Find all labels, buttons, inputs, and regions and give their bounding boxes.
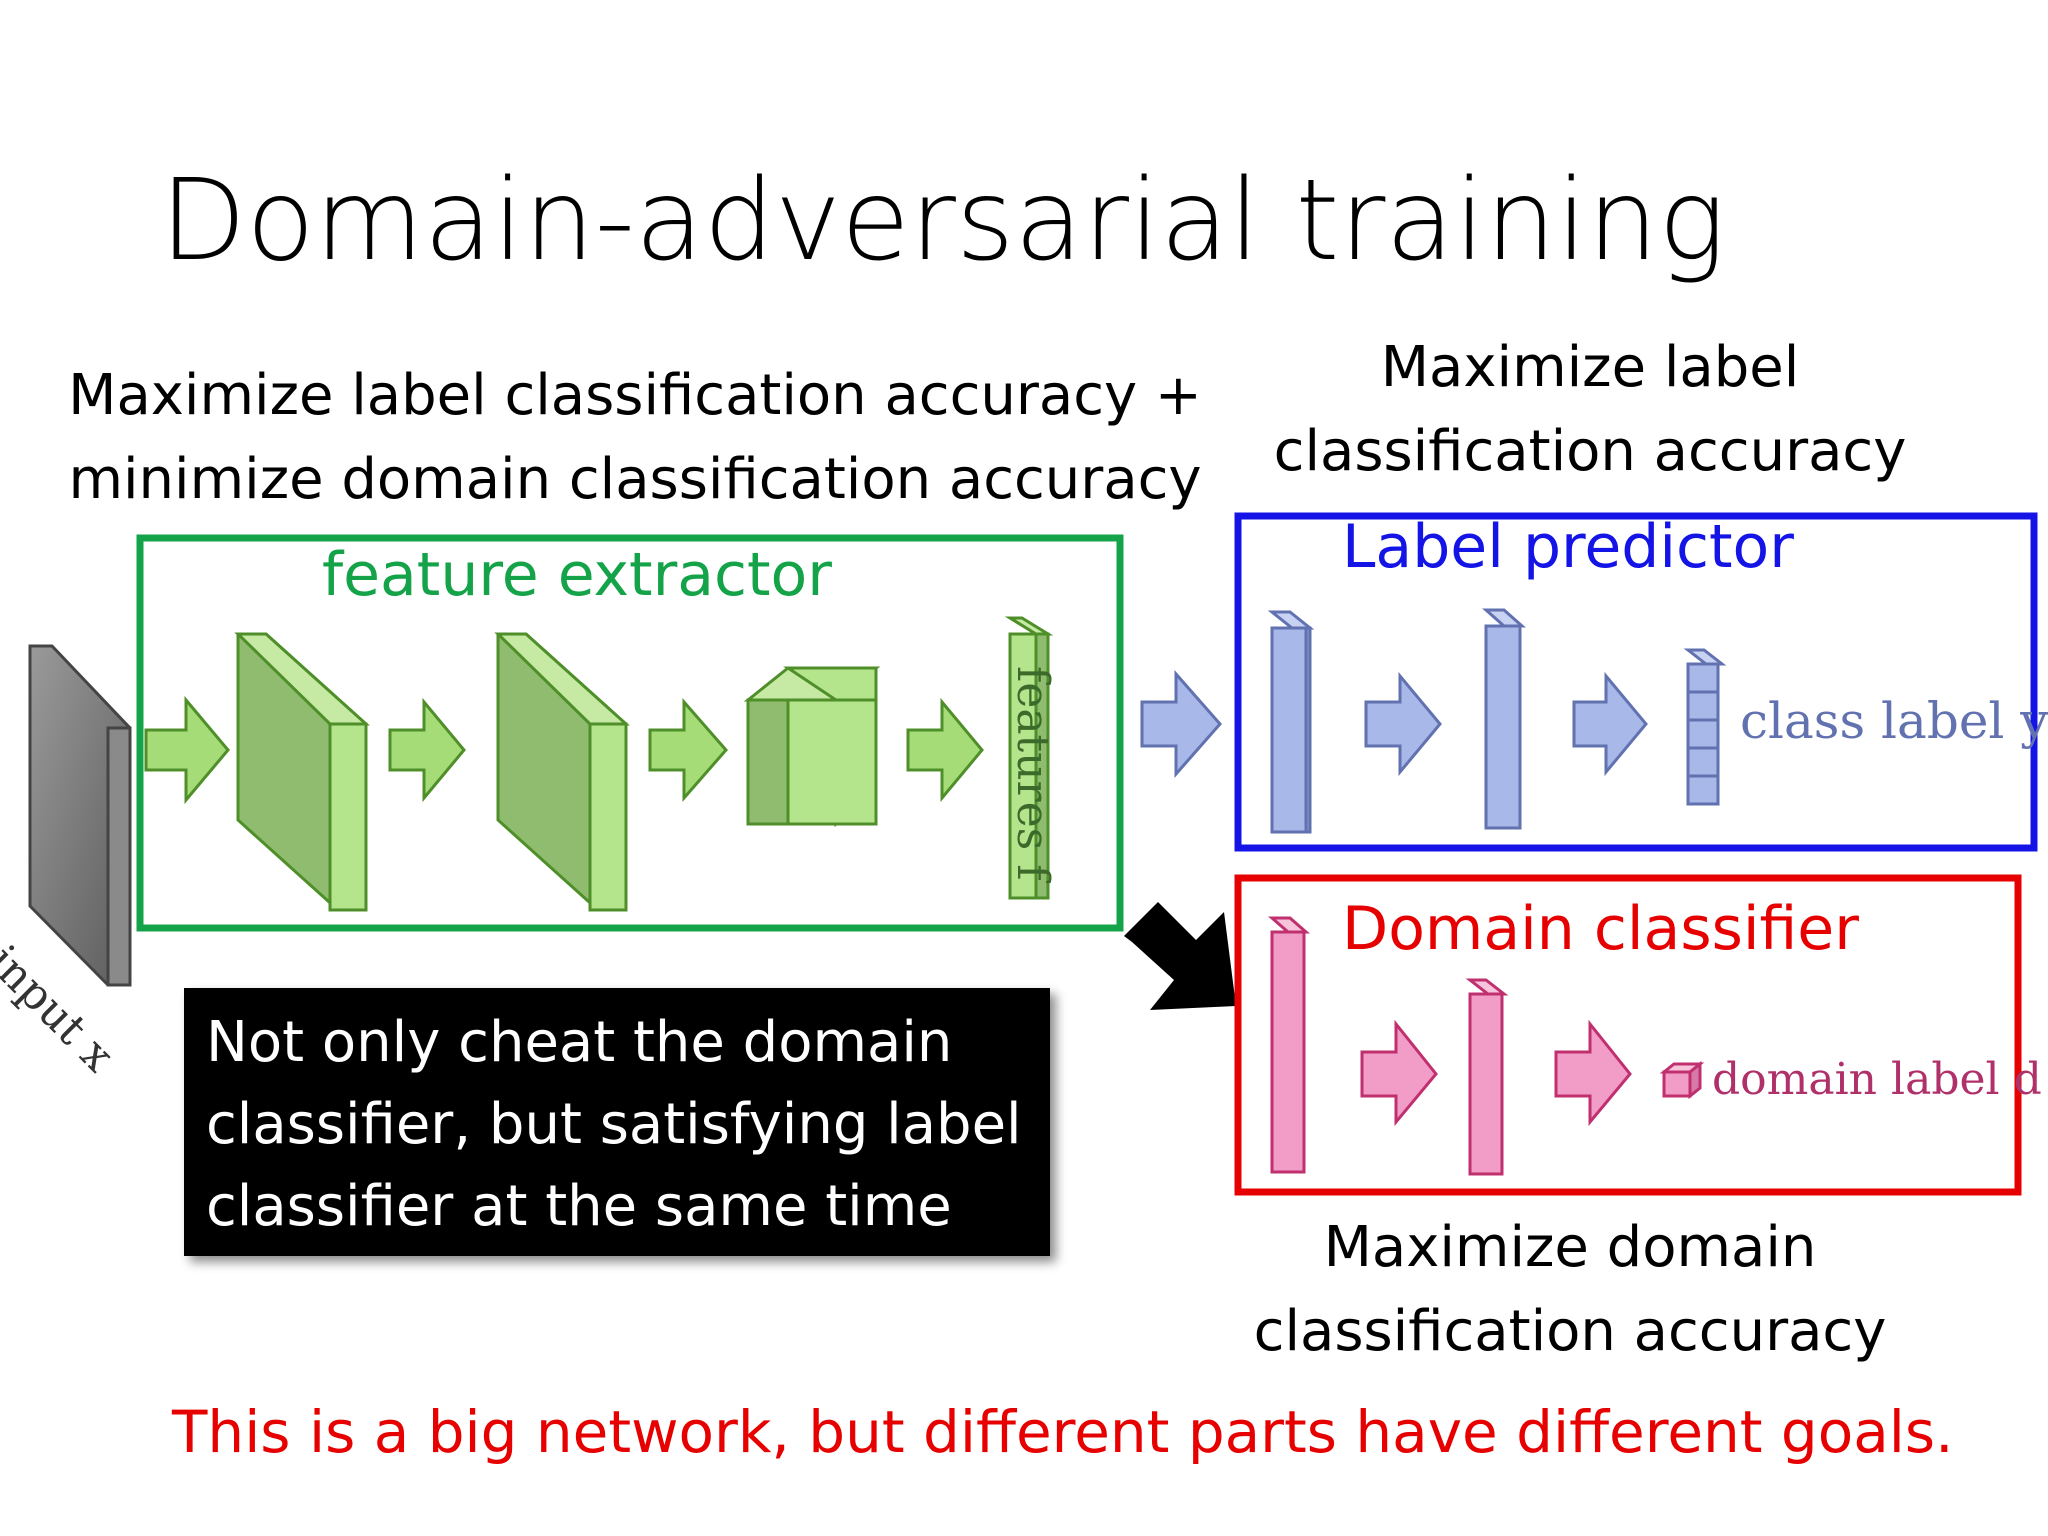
note-line: classifier, but satisfying label [206,1092,1022,1157]
class-output-layer [1683,648,1727,806]
domain-fc-layer-2 [1465,978,1509,1176]
conv-layer-1 [234,632,370,912]
footer-statement: This is a big network, but different par… [172,1398,1954,1466]
arrow-icon [1140,670,1222,778]
arrow-icon [1554,1019,1632,1127]
label-fc-layer-2 [1482,608,1526,830]
domain-classifier-title: Domain classifier [1342,894,1859,964]
features-label-text: features f [1007,666,1058,881]
features-layer [1004,616,1054,900]
class-label-text: class label y [1740,692,2048,750]
goal-line: minimize domain classification accuracy [68,447,1202,512]
goal-line: Maximize label classification accuracy + [68,363,1202,428]
arrow-icon [1572,671,1648,777]
arrow-icon [388,697,466,803]
domain-classifier-box [1234,874,2022,1196]
label-predictor-box [1234,512,2038,852]
arrow-icon [144,695,230,805]
goal-line: classification accuracy [1273,419,1907,484]
arrow-icon [906,697,984,803]
label-predictor-title: Label predictor [1342,512,1794,582]
domain-classifier-goal: Maximize domain classification accuracy [1220,1206,1920,1374]
slide-title: Domain-adversarial training [160,156,1726,286]
domain-fc-layer-1 [1268,916,1310,1174]
domain-output-cube [1659,1060,1705,1100]
arrow-icon [1360,1019,1438,1127]
note-callout [184,988,1050,1256]
note-line: classifier at the same time [206,1174,952,1239]
goal-line: Maximize domain [1323,1215,1817,1280]
goal-line: Maximize label [1380,335,1800,400]
arrow-icon [648,698,728,802]
note-text: Not only cheat the domain classifier, bu… [206,1002,1046,1248]
conv-layer-3 [743,666,881,828]
conv-layer-2 [494,632,630,912]
feature-extractor-title: feature extractor [322,540,832,610]
label-fc-layer-1 [1267,610,1315,834]
goal-line: classification accuracy [1253,1299,1887,1364]
feature-extractor-goal: Maximize label classification accuracy +… [40,354,1230,522]
domain-label-text: domain label d [1712,1054,2042,1105]
feature-extractor-box [136,534,1124,932]
note-line: Not only cheat the domain [206,1010,953,1075]
label-predictor-goal: Maximize label classification accuracy [1230,326,1950,494]
black-arrow-icon [1124,902,1236,1010]
arrow-icon [1364,671,1442,777]
input-slab [28,644,132,987]
